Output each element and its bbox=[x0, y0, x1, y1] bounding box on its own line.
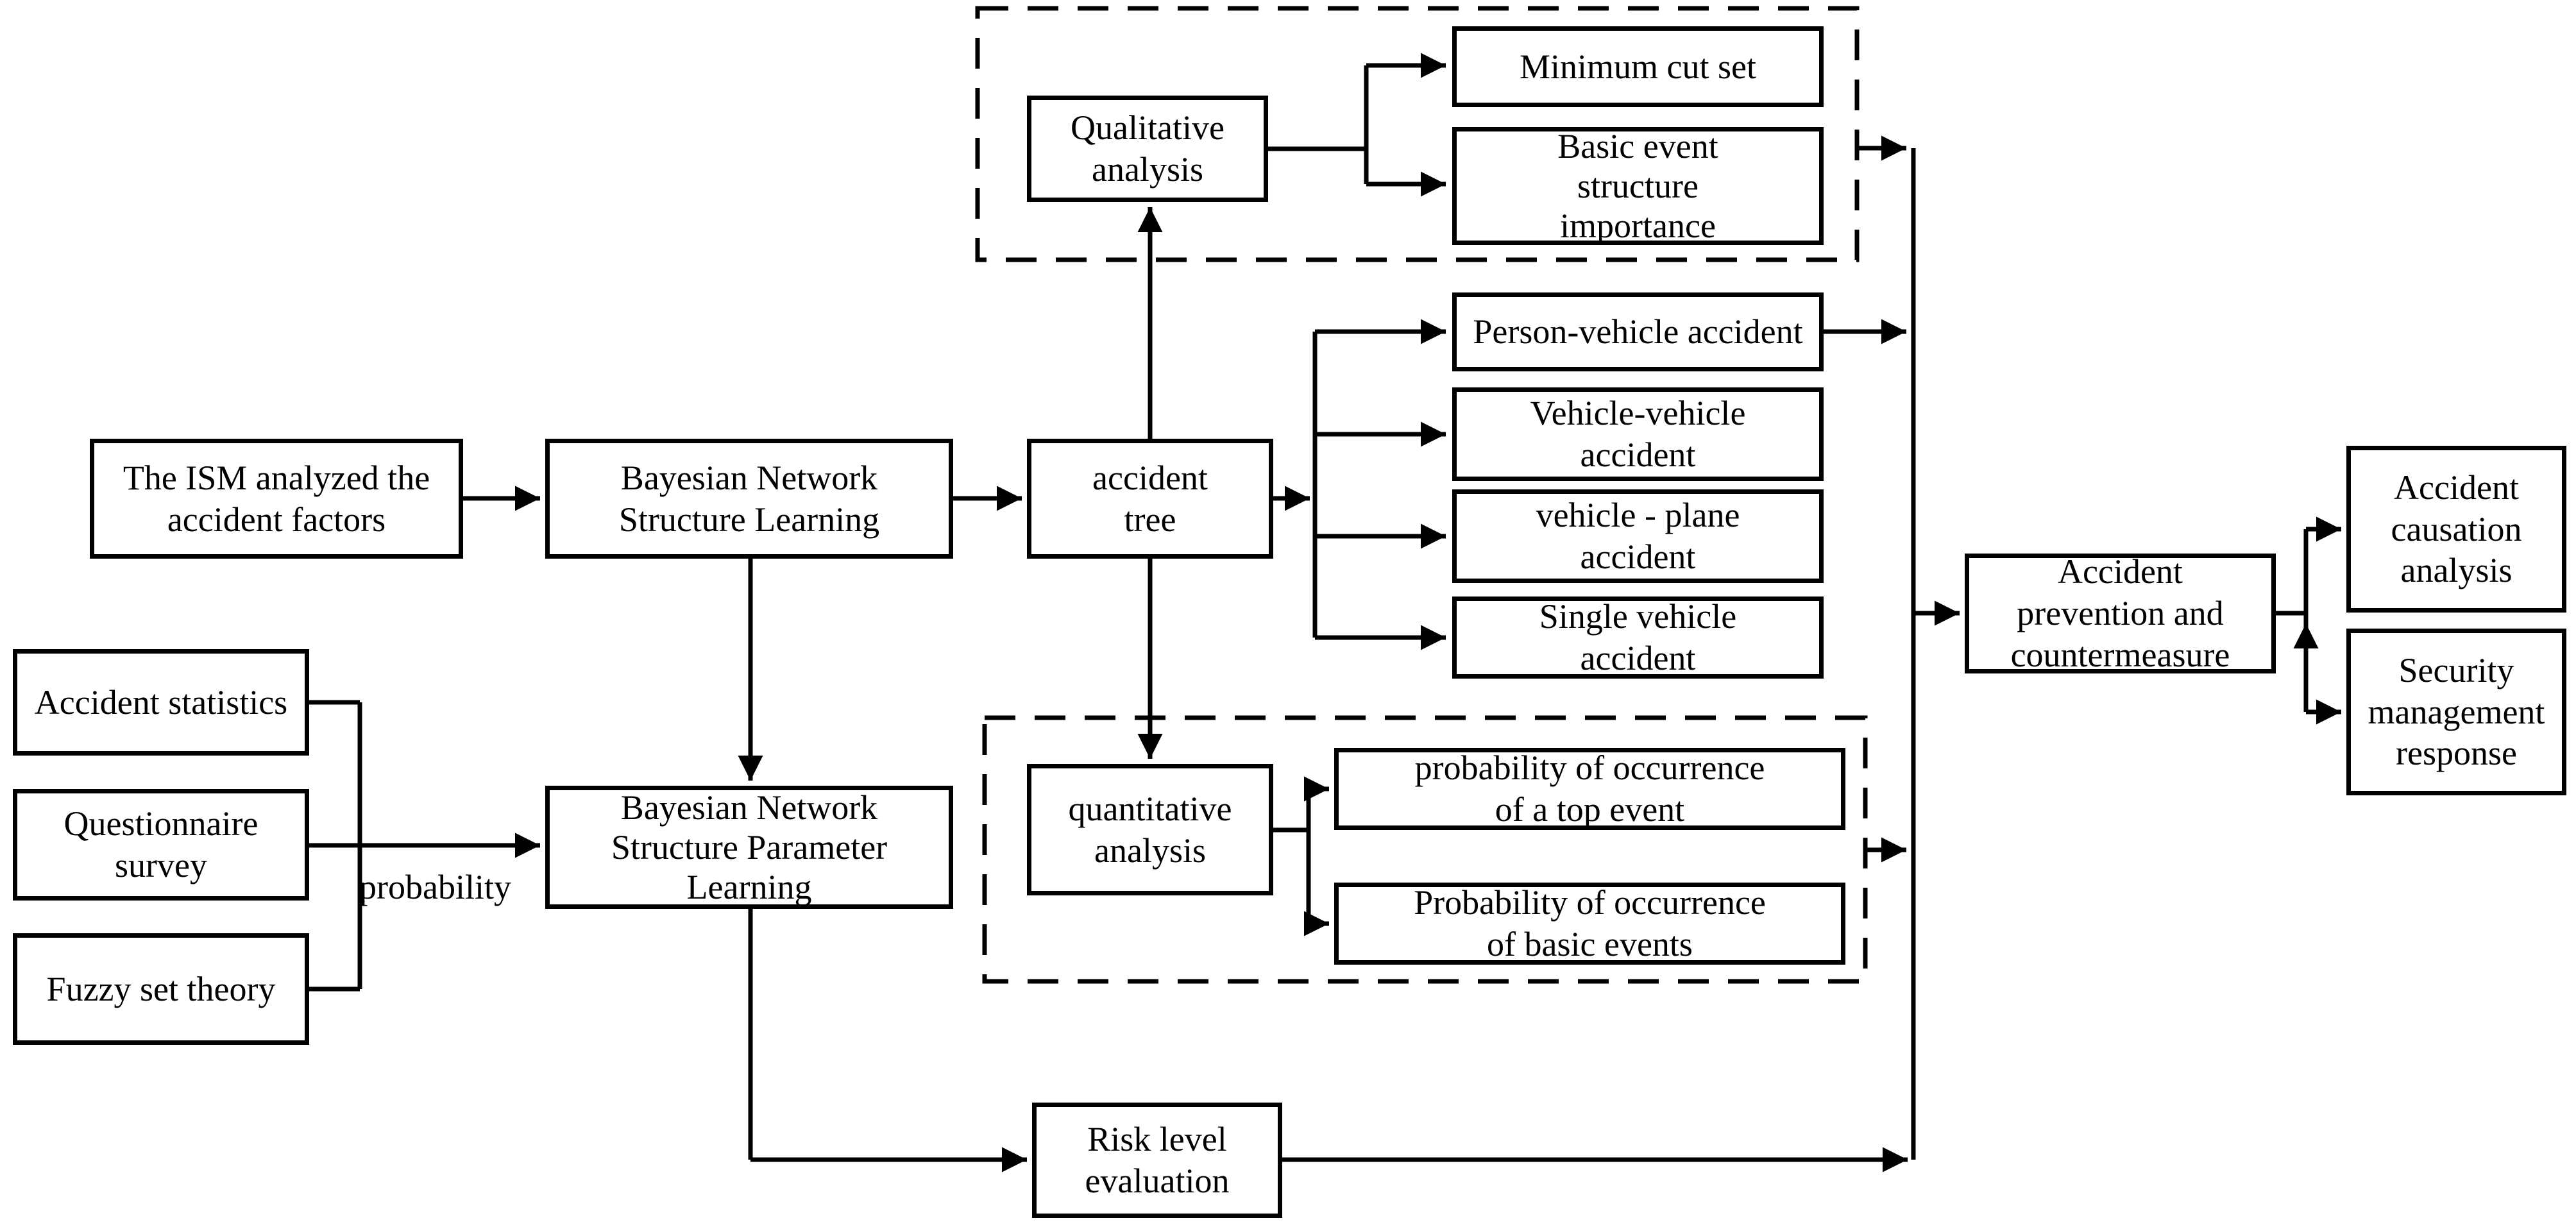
qualitative-analysis-dashed-group bbox=[975, 6, 1860, 262]
node-qualitative-analysis: Qualitative analysis bbox=[1027, 96, 1268, 202]
node-probability-basic-events: Probability of occurrence of basic event… bbox=[1334, 883, 1845, 965]
node-accident-tree: accident tree bbox=[1027, 439, 1273, 559]
node-single-vehicle-accident: Single vehicle accident bbox=[1452, 597, 1824, 679]
node-person-vehicle-accident: Person-vehicle accident bbox=[1452, 292, 1824, 371]
node-accident-causation-analysis: Accident causation analysis bbox=[2346, 446, 2566, 613]
node-risk-level-evaluation: Risk level evaluation bbox=[1032, 1103, 1282, 1218]
node-questionnaire-survey: Questionnaire survey bbox=[13, 789, 309, 901]
node-basic-event-structure-importance: Basic event structure importance bbox=[1452, 127, 1824, 245]
node-probability-top-event: probability of occurrence of a top event bbox=[1334, 748, 1845, 830]
node-quantitative-analysis: quantitative analysis bbox=[1027, 764, 1273, 895]
node-minimum-cut-set: Minimum cut set bbox=[1452, 26, 1824, 107]
node-ism-analyzed-accident-factors: The ISM analyzed the accident factors bbox=[90, 439, 463, 559]
node-vehicle-plane-accident: vehicle - plane accident bbox=[1452, 489, 1824, 583]
node-fuzzy-set-theory: Fuzzy set theory bbox=[13, 933, 309, 1045]
node-accident-statistics: Accident statistics bbox=[13, 649, 309, 756]
node-vehicle-vehicle-accident: Vehicle-vehicle accident bbox=[1452, 387, 1824, 481]
edge-label-probability: probability bbox=[359, 868, 511, 906]
node-bayesian-network-structure-parameter-learning: Bayesian Network Structure Parameter Lea… bbox=[545, 786, 953, 909]
node-bayesian-network-structure-learning: Bayesian Network Structure Learning bbox=[545, 439, 953, 559]
node-security-management-response: Security management response bbox=[2346, 629, 2566, 795]
node-accident-prevention-countermeasure: Accident prevention and countermeasure bbox=[1965, 552, 2276, 674]
